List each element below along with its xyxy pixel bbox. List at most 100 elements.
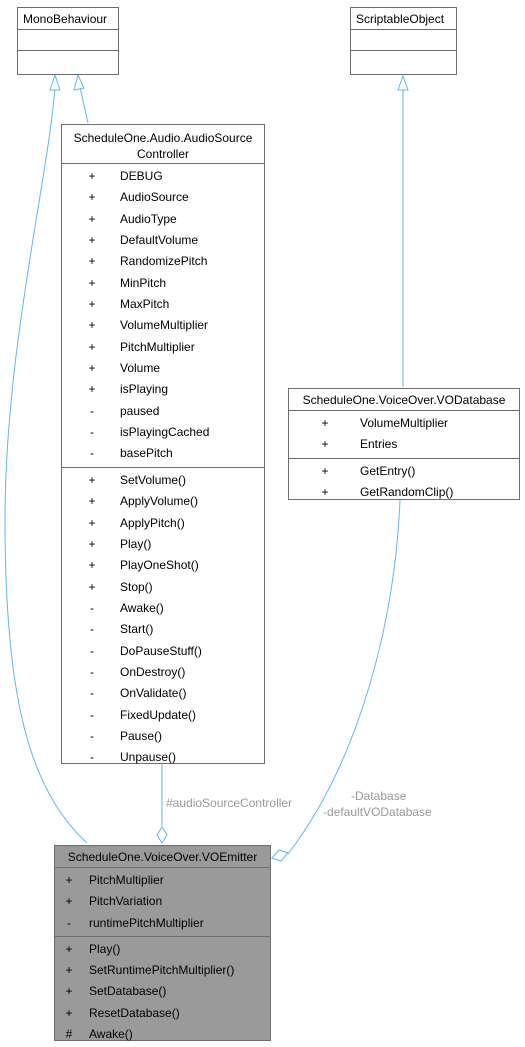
visibility-marker: + bbox=[88, 297, 96, 312]
visibility-marker: + bbox=[88, 190, 96, 205]
visibility-marker: + bbox=[65, 941, 73, 956]
member-row[interactable]: +Stop() bbox=[62, 577, 264, 598]
member-row[interactable]: -DoPauseStuff() bbox=[62, 641, 264, 662]
member-name: Unpause() bbox=[120, 750, 177, 765]
member-row[interactable]: +SetDatabase() bbox=[55, 981, 270, 1002]
member-row[interactable]: +ResetDatabase() bbox=[55, 1003, 270, 1024]
monobehaviour-class[interactable]: MonoBehaviour bbox=[17, 7, 119, 75]
voemitter-class[interactable]: ScheduleOne.VoiceOver.VOEmitter +PitchMu… bbox=[54, 845, 271, 1041]
methods-section: +SetVolume()+ApplyVolume()+ApplyPitch()+… bbox=[62, 466, 264, 771]
visibility-marker: + bbox=[88, 233, 96, 248]
member-row[interactable]: + GetEntry() bbox=[289, 461, 519, 482]
member-row[interactable]: - Pause() bbox=[62, 726, 264, 747]
member-row[interactable]: -runtimePitchMultiplier bbox=[55, 913, 270, 934]
member-row[interactable]: - FixedUpdate() bbox=[62, 705, 264, 726]
visibility-marker: - bbox=[90, 707, 94, 722]
member-row[interactable]: +isPlaying bbox=[62, 379, 264, 400]
member-name: GetEntry() bbox=[360, 463, 416, 478]
member-name: AudioSource bbox=[120, 190, 189, 205]
member-row[interactable]: -Awake() bbox=[62, 598, 264, 619]
member-name: runtimePitchMultiplier bbox=[89, 915, 204, 930]
member-name: Play() bbox=[120, 536, 152, 551]
attributes-section: +VolumeMultiplier + Entries bbox=[289, 410, 519, 458]
member-name: MaxPitch bbox=[120, 297, 170, 312]
member-row[interactable]: +Play() bbox=[55, 939, 270, 960]
scriptableobject-class[interactable]: ScriptableObject bbox=[350, 7, 457, 75]
member-row[interactable]: +RandomizePitch bbox=[62, 251, 264, 272]
member-row[interactable]: -basePitch bbox=[62, 443, 264, 464]
class-title-line1: ScheduleOne.Audio.AudioSource bbox=[73, 131, 253, 145]
member-name: paused bbox=[120, 403, 160, 418]
member-row[interactable]: +DefaultVolume bbox=[62, 230, 264, 251]
member-row[interactable]: -Start() bbox=[62, 619, 264, 640]
visibility-marker: + bbox=[321, 437, 329, 452]
member-row[interactable]: - Unpause() bbox=[62, 747, 264, 768]
visibility-marker: + bbox=[88, 275, 96, 290]
visibility-marker: + bbox=[321, 463, 329, 478]
member-row[interactable]: +GetRandomClip() bbox=[289, 482, 519, 503]
member-row[interactable]: +Volume bbox=[62, 358, 264, 379]
visibility-marker: + bbox=[88, 558, 96, 573]
member-row[interactable]: + AudioSource bbox=[62, 187, 264, 208]
aggregation-database bbox=[287, 499, 401, 855]
attributes-section bbox=[351, 29, 456, 50]
member-row[interactable]: + MaxPitch bbox=[62, 294, 264, 315]
inheritance-arrowhead bbox=[397, 74, 409, 91]
member-name: PitchVariation bbox=[89, 894, 163, 909]
member-row[interactable]: +SetVolume() bbox=[62, 470, 264, 491]
member-row[interactable]: +AudioType bbox=[62, 209, 264, 230]
member-row[interactable]: -isPlayingCached bbox=[62, 422, 264, 443]
member-row[interactable]: #Awake() bbox=[55, 1024, 270, 1045]
member-name: SetDatabase() bbox=[89, 984, 167, 999]
visibility-marker: - bbox=[90, 728, 94, 743]
inheritance-arrowhead bbox=[49, 73, 61, 91]
member-row[interactable]: + Entries bbox=[289, 434, 519, 455]
member-row[interactable]: + ApplyPitch() bbox=[62, 513, 264, 534]
member-row[interactable]: +PlayOneShot() bbox=[62, 555, 264, 576]
visibility-marker: + bbox=[88, 515, 96, 530]
member-row[interactable]: +PitchMultiplier bbox=[55, 870, 270, 891]
member-name: ApplyPitch() bbox=[120, 515, 185, 530]
member-row[interactable]: +VolumeMultiplier bbox=[289, 413, 519, 434]
member-row[interactable]: -OnValidate() bbox=[62, 683, 264, 704]
visibility-marker: - bbox=[90, 664, 94, 679]
aggregation-diamond bbox=[271, 849, 289, 862]
visibility-marker: + bbox=[88, 494, 96, 509]
member-row[interactable]: +PitchVariation bbox=[55, 891, 270, 912]
member-name: DEBUG bbox=[120, 169, 163, 183]
member-name: FixedUpdate() bbox=[120, 707, 197, 722]
member-row[interactable]: +PitchMultiplier bbox=[62, 337, 264, 358]
aggregation-diamond bbox=[156, 826, 168, 844]
member-name: Awake() bbox=[89, 1027, 133, 1042]
member-row[interactable]: +SetRuntimePitchMultiplier() bbox=[55, 960, 270, 981]
visibility-marker: - bbox=[90, 600, 94, 615]
visibility-marker: + bbox=[88, 361, 96, 376]
visibility-marker: - bbox=[90, 750, 94, 765]
member-row[interactable]: +VolumeMultiplier bbox=[62, 315, 264, 336]
visibility-marker: - bbox=[90, 686, 94, 701]
member-row[interactable]: - paused bbox=[62, 401, 264, 422]
member-name: Start() bbox=[120, 622, 154, 637]
visibility-marker: - bbox=[90, 403, 94, 418]
member-name: Pause() bbox=[120, 728, 163, 743]
vodatabase-class[interactable]: ScheduleOne.VoiceOver.VODatabase +Volume… bbox=[288, 388, 520, 500]
class-title-line2: Controller bbox=[136, 147, 190, 161]
audiosourcecontroller-class[interactable]: ScheduleOne.Audio.AudioSource Controller… bbox=[61, 124, 265, 764]
visibility-marker: - bbox=[90, 643, 94, 658]
member-name: Entries bbox=[360, 437, 398, 452]
member-row[interactable]: +MinPitch bbox=[62, 273, 264, 294]
visibility-marker: + bbox=[88, 318, 96, 333]
edge-label-database: -Database bbox=[351, 789, 407, 803]
methods-section bbox=[18, 50, 118, 71]
member-name: isPlaying bbox=[120, 382, 169, 397]
member-name: Stop() bbox=[120, 579, 153, 594]
member-name: ResetDatabase() bbox=[89, 1005, 180, 1020]
member-row[interactable]: - OnDestroy() bbox=[62, 662, 264, 683]
member-row[interactable]: +DEBUG bbox=[62, 166, 264, 187]
inheritance-arrowhead bbox=[73, 73, 85, 91]
member-row[interactable]: + ApplyVolume() bbox=[62, 491, 264, 512]
member-name: ApplyVolume() bbox=[120, 494, 199, 509]
member-name: OnDestroy() bbox=[120, 664, 186, 679]
member-row[interactable]: +Play() bbox=[62, 534, 264, 555]
